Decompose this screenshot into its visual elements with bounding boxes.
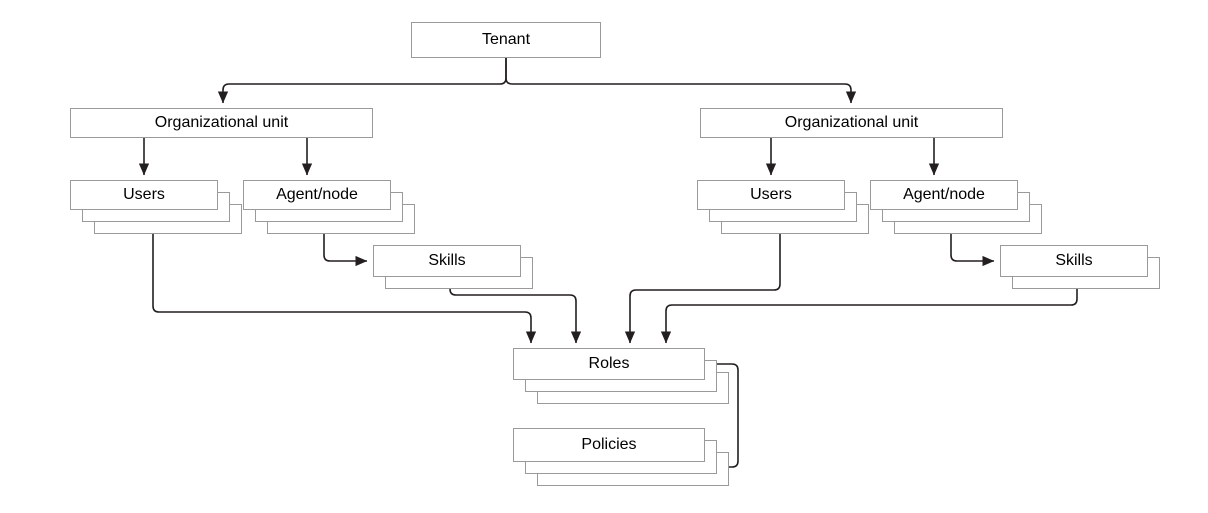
node-roles-label: Roles <box>588 355 630 372</box>
edge-roles-to-policies <box>705 363 739 473</box>
node-users-right-card-front: Users <box>697 180 845 210</box>
edge-skills-right-to-roles <box>660 285 1078 344</box>
node-organizational-unit-right-label: Organizational unit <box>784 114 919 131</box>
node-skills-left[interactable]: Skills <box>373 245 533 291</box>
node-roles[interactable]: Roles <box>513 348 729 406</box>
node-users-right[interactable]: Users <box>697 180 869 236</box>
node-organizational-unit-right-card: Organizational unit <box>700 108 1003 138</box>
edge-tenant-to-org-unit-left <box>217 58 507 104</box>
node-agent-node-right[interactable]: Agent/node <box>870 180 1042 236</box>
node-users-left[interactable]: Users <box>70 180 242 236</box>
edge-users-left-to-roles <box>152 234 537 344</box>
node-agent-node-left[interactable]: Agent/node <box>243 180 415 236</box>
node-tenant[interactable]: Tenant <box>411 22 601 58</box>
node-roles-card-front: Roles <box>513 348 705 380</box>
node-tenant-label: Tenant <box>481 31 531 48</box>
node-organizational-unit-left[interactable]: Organizational unit <box>70 108 373 138</box>
node-agent-node-right-label: Agent/node <box>903 186 985 203</box>
node-skills-left-card-front: Skills <box>373 245 521 277</box>
node-tenant-card: Tenant <box>411 22 601 58</box>
node-agent-node-right-card-front: Agent/node <box>870 180 1018 210</box>
edge-tenant-to-org-unit-right <box>505 58 857 104</box>
node-organizational-unit-left-label: Organizational unit <box>154 114 289 131</box>
node-organizational-unit-left-card: Organizational unit <box>70 108 373 138</box>
node-users-left-card-front: Users <box>70 180 218 210</box>
node-users-right-label: Users <box>750 186 792 203</box>
node-organizational-unit-right[interactable]: Organizational unit <box>700 108 1003 138</box>
node-policies-label: Policies <box>581 436 637 453</box>
edge-agent-node-left-to-skills-left <box>323 234 368 267</box>
node-agent-node-left-label: Agent/node <box>276 186 358 203</box>
node-skills-left-label: Skills <box>428 252 466 269</box>
node-policies-card-front: Policies <box>513 428 705 462</box>
edge-users-right-to-roles <box>624 234 781 344</box>
node-agent-node-left-card-front: Agent/node <box>243 180 391 210</box>
edge-skills-left-to-roles <box>449 285 582 344</box>
edge-agent-node-right-to-skills-right <box>950 234 995 267</box>
node-users-left-label: Users <box>123 186 165 203</box>
node-policies[interactable]: Policies <box>513 428 729 488</box>
node-skills-right-card-front: Skills <box>1000 245 1148 277</box>
node-skills-right[interactable]: Skills <box>1000 245 1160 291</box>
node-skills-right-label: Skills <box>1055 252 1093 269</box>
